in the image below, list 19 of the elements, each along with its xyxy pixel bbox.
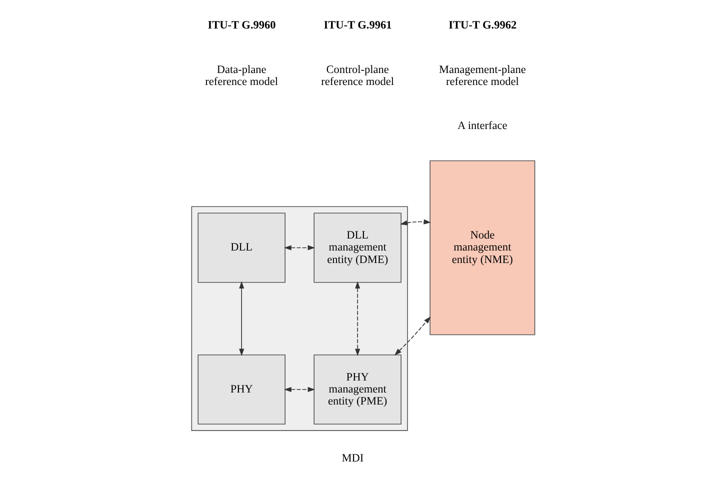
label: A interface bbox=[458, 120, 508, 132]
arrow bbox=[394, 316, 431, 356]
arrow bbox=[355, 281, 360, 356]
node-box: DLL management entity (DME) bbox=[314, 212, 402, 283]
node-box: Node management entity (NME) bbox=[430, 160, 536, 336]
node-box: DLL bbox=[198, 212, 286, 283]
label: ITU-T G.9962 bbox=[448, 19, 517, 32]
node-box: PHY management entity (PME) bbox=[314, 354, 402, 425]
label: ITU-T G.9961 bbox=[324, 19, 392, 32]
label: Control-plane reference model bbox=[321, 64, 394, 88]
arrow bbox=[400, 219, 431, 226]
label: Data-plane reference model bbox=[205, 64, 278, 88]
arrow bbox=[239, 281, 244, 356]
arrow bbox=[284, 245, 316, 250]
node-box: PHY bbox=[198, 354, 286, 425]
arrow bbox=[284, 386, 316, 392]
label: ITU-T G.9960 bbox=[208, 19, 276, 32]
label: Management-plane reference model bbox=[438, 64, 526, 88]
label: MDI bbox=[342, 452, 364, 465]
